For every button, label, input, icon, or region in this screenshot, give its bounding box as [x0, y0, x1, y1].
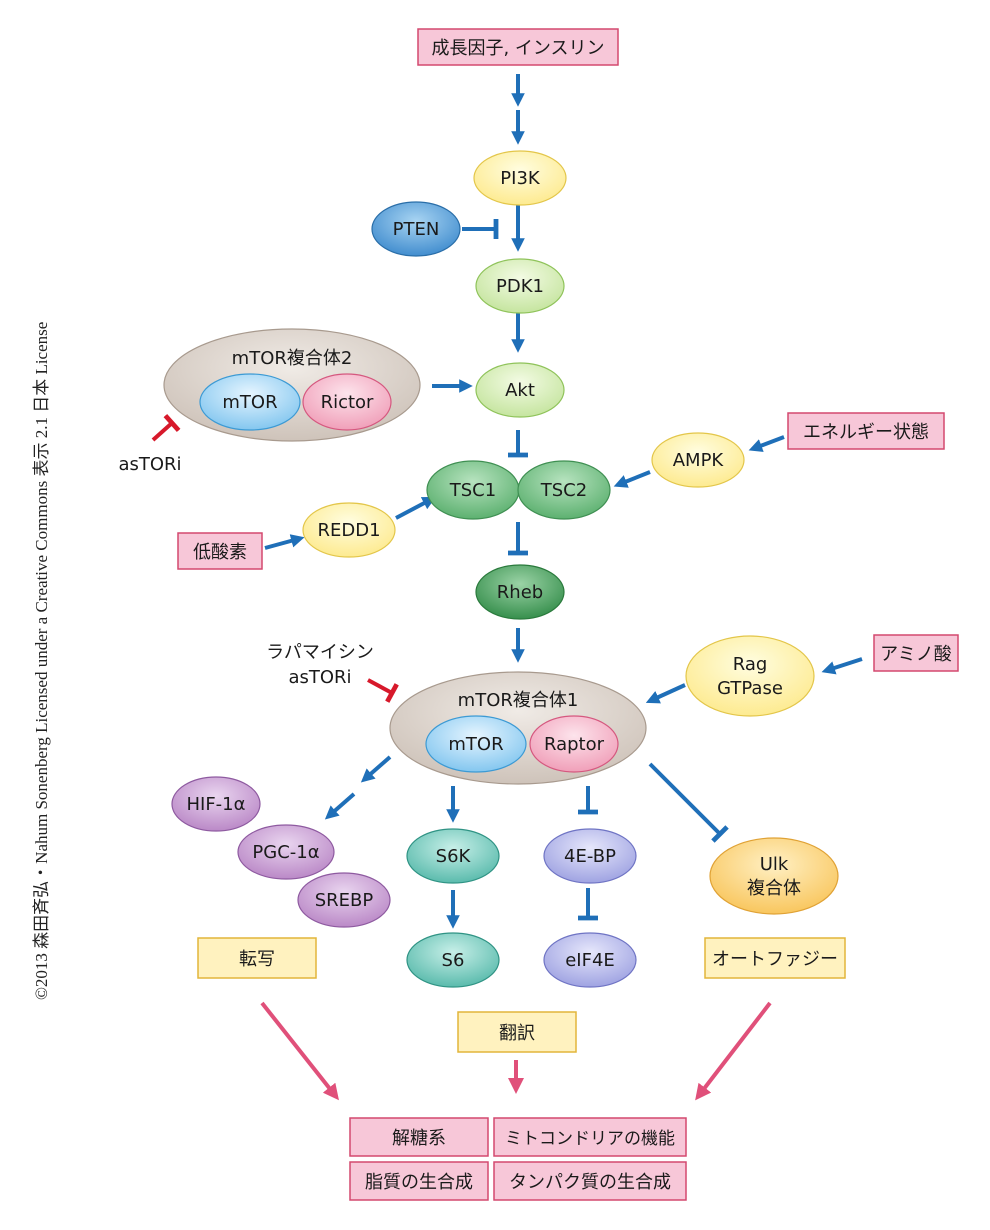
arrow-rag-mtorc1 [645, 683, 686, 704]
inhibit-astori-mtorc2 [151, 413, 181, 442]
svg-text:翻訳: 翻訳 [499, 1023, 535, 1044]
mtorc2-rictor [302, 373, 392, 431]
node-s6k: S6K [406, 828, 500, 884]
input-amino-label: アミノ酸 [880, 644, 952, 665]
inhibit-rapamycin-mtorc1 [367, 678, 399, 703]
arrow-transcription-outcome [260, 1001, 339, 1101]
svg-text:Raptor: Raptor [544, 734, 605, 755]
arrow-amino-rag [821, 657, 863, 675]
outcome-mitochondria: ミトコンドリアの機能 [493, 1117, 687, 1157]
svg-text:mTOR: mTOR [448, 734, 503, 755]
svg-text:Rheb: Rheb [497, 582, 543, 603]
svg-text:GTPase: GTPase [717, 678, 783, 699]
arrow-autophagy-outcome [695, 1001, 772, 1101]
node-pten: PTEN [371, 201, 461, 257]
mtorc2-mtor [199, 373, 301, 431]
svg-text:オートファジー: オートファジー [712, 949, 838, 970]
node-redd1: REDD1 [302, 502, 396, 558]
inhibition-lines [462, 219, 729, 921]
inhibit-mtorc1-ulk [648, 762, 729, 843]
input-box-energy: エネルギー状態 [787, 412, 945, 450]
node-srebp: SREBP [297, 872, 391, 928]
svg-text:eIF4E: eIF4E [565, 950, 615, 971]
mtorc2-title: mTOR複合体2 [232, 348, 353, 369]
svg-text:PTEN: PTEN [393, 219, 440, 240]
outcome-arrows [260, 1001, 772, 1101]
input-box-amino: アミノ酸 [873, 634, 959, 672]
svg-text:Rictor: Rictor [321, 392, 374, 413]
svg-text:S6K: S6K [436, 846, 472, 867]
node-pdk1: PDK1 [475, 258, 565, 314]
arrow-mtorc1-hif [360, 755, 392, 783]
svg-text:TSC2: TSC2 [540, 480, 587, 501]
svg-text:脂質の生合成: 脂質の生合成 [365, 1172, 473, 1193]
node-pi3k: PI3K [473, 150, 567, 206]
svg-text:SREBP: SREBP [315, 890, 374, 911]
input-hypoxia-label: 低酸素 [193, 542, 247, 563]
node-tsc2: TSC2 [517, 460, 611, 520]
svg-text:PGC-1α: PGC-1α [252, 842, 319, 863]
node-4ebp: 4E-BP [543, 828, 637, 884]
svg-text:AMPK: AMPK [673, 450, 725, 471]
drug-inhibition [151, 413, 399, 703]
svg-text:ミトコンドリアの機能: ミトコンドリアの機能 [505, 1129, 675, 1149]
outcome-protein: タンパク質の生合成 [493, 1161, 687, 1201]
svg-text:4E-BP: 4E-BP [564, 846, 616, 867]
arrow-redd1-tsc1 [395, 496, 437, 520]
input-box-hypoxia: 低酸素 [177, 532, 263, 570]
complex-mtorc2: mTOR複合体2 mTOR Rictor [163, 328, 421, 442]
copyright-text: ©2013 森田斉弘・Nahum Sonenberg Licensed unde… [32, 322, 51, 1000]
arrow-ampk-tsc2 [613, 470, 651, 488]
node-tsc1: TSC1 [426, 460, 520, 520]
category-autophagy: オートファジー [704, 937, 846, 979]
mtorc2-inhibitor-label: asTORi [118, 454, 181, 475]
svg-text:Rag: Rag [733, 654, 768, 675]
node-rag-gtpase: Rag GTPase [685, 635, 815, 717]
node-rheb: Rheb [475, 564, 565, 620]
node-eif4e: eIF4E [543, 932, 637, 988]
mtorc1-inhibitor-label-1: ラパマイシン [266, 642, 374, 663]
svg-text:複合体: 複合体 [747, 878, 801, 899]
node-hif1a: HIF-1α [171, 776, 261, 832]
node-s6: S6 [406, 932, 500, 988]
arrow-mtorc1-pgc [324, 792, 356, 820]
complex-mtorc1: mTOR複合体1 mTOR Raptor [389, 671, 647, 785]
node-akt: Akt [475, 362, 565, 418]
svg-text:TSC1: TSC1 [449, 480, 496, 501]
input-box-growth: 成長因子, インスリン [417, 28, 619, 66]
mtorc1-mtor [425, 715, 527, 773]
svg-text:PDK1: PDK1 [496, 276, 544, 297]
arrow-hypoxia-redd1 [264, 534, 305, 550]
mtorc1-raptor [529, 715, 619, 773]
svg-text:タンパク質の生合成: タンパク質の生合成 [509, 1172, 671, 1193]
svg-text:S6: S6 [442, 950, 465, 971]
svg-text:転写: 転写 [239, 949, 275, 970]
category-transcription: 転写 [197, 937, 317, 979]
svg-text:REDD1: REDD1 [317, 520, 380, 541]
node-ulk-complex: Ulk 複合体 [709, 837, 839, 915]
svg-text:HIF-1α: HIF-1α [186, 794, 245, 815]
svg-text:mTOR: mTOR [222, 392, 277, 413]
activation-arrows [264, 74, 863, 929]
arrow-energy-ampk [748, 435, 785, 452]
svg-text:Akt: Akt [505, 380, 535, 401]
input-energy-label: エネルギー状態 [803, 422, 929, 443]
outcome-glycolysis: 解糖系 [349, 1117, 489, 1157]
svg-text:解糖系: 解糖系 [392, 1128, 446, 1149]
svg-text:Ulk: Ulk [760, 854, 789, 875]
input-growth-label: 成長因子, インスリン [431, 38, 604, 59]
svg-text:PI3K: PI3K [500, 168, 541, 189]
category-translation: 翻訳 [457, 1011, 577, 1053]
outcome-lipid: 脂質の生合成 [349, 1161, 489, 1201]
mtorc1-title: mTOR複合体1 [458, 690, 579, 711]
node-pgc1a: PGC-1α [237, 824, 335, 880]
node-ampk: AMPK [651, 432, 745, 488]
mtorc1-inhibitor-label-2: asTORi [288, 667, 351, 688]
